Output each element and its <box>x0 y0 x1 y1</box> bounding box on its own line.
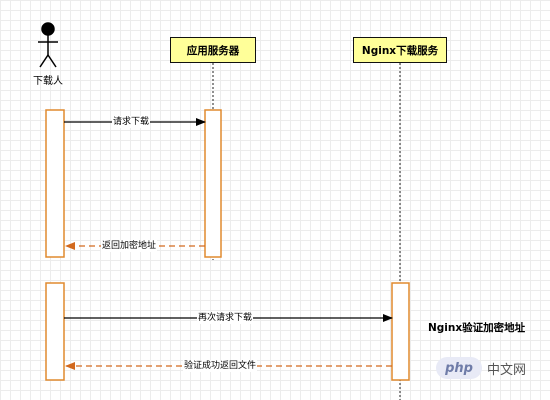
message-label-request-again: 再次请求下载 <box>197 312 254 324</box>
actor-figure-icon <box>38 22 58 68</box>
watermark: php 中文网 <box>436 357 526 379</box>
participant-nginx: Nginx下载服务 <box>353 37 447 63</box>
activation-nginx <box>391 282 410 381</box>
activation-user-2 <box>45 282 65 381</box>
activation-user-1 <box>45 109 65 258</box>
watermark-logo-icon: php <box>436 357 482 379</box>
message-label-request-download: 请求下载 <box>112 116 151 128</box>
activation-app-server <box>204 109 222 258</box>
actor-label: 下载人 <box>33 76 63 87</box>
message-label-return-file: 验证成功返回文件 <box>183 360 258 372</box>
message-label-return-encrypted-url: 返回加密地址 <box>101 240 158 252</box>
participant-app-server: 应用服务器 <box>170 37 256 63</box>
note-nginx-verify: Nginx验证加密地址 <box>428 322 526 334</box>
watermark-text: 中文网 <box>487 362 527 378</box>
